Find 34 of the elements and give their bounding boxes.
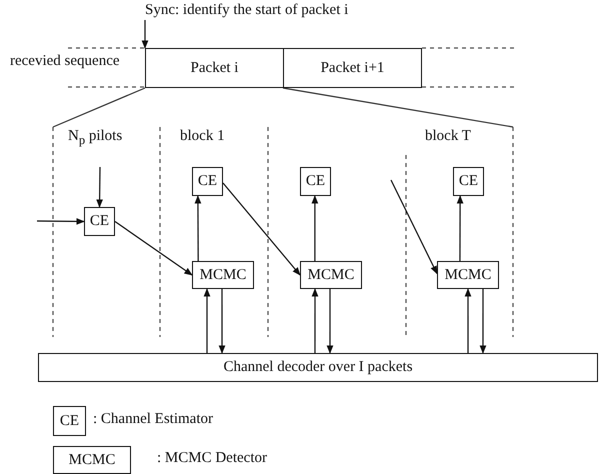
packet-box: Packet i+1 (283, 48, 422, 88)
arrow (312, 195, 318, 261)
arrow (96, 167, 103, 208)
detector-box: MCMC (192, 261, 254, 289)
arrow (326, 289, 334, 354)
estimator-box: CE (453, 167, 484, 196)
estimator-box: CE (300, 167, 331, 196)
legend-text: : MCMC Detector (157, 450, 267, 467)
column-label: N$_{p}$ pilots (68, 128, 122, 148)
arrow (114, 221, 193, 276)
arrow (218, 289, 226, 354)
arrow (204, 288, 210, 353)
arrow (456, 195, 464, 261)
detector-box: MCMC (437, 261, 499, 289)
arrow (464, 288, 472, 353)
legend-sample-box: CE (53, 406, 86, 436)
estimator-box: CE (84, 207, 115, 236)
legend-sample-box: MCMC (53, 446, 131, 474)
packet-box: Packet i (145, 48, 284, 88)
arrow (480, 289, 486, 354)
arrow (390, 180, 438, 274)
arrow (312, 288, 318, 353)
decoder-box: Channel decoder over I packets (38, 353, 598, 382)
arrow (37, 218, 85, 225)
column-label: block T (425, 128, 471, 145)
row-label: recevied sequence (10, 53, 120, 70)
arrow (142, 20, 148, 49)
sync-label: Sync: identify the start of packet i (145, 0, 361, 20)
arrow (194, 195, 202, 261)
legend-text: : Channel Estimator (93, 411, 213, 428)
estimator-box: CE (192, 167, 223, 196)
column-label: block 1 (180, 128, 225, 145)
arrow (222, 182, 301, 276)
detector-box: MCMC (300, 261, 362, 289)
